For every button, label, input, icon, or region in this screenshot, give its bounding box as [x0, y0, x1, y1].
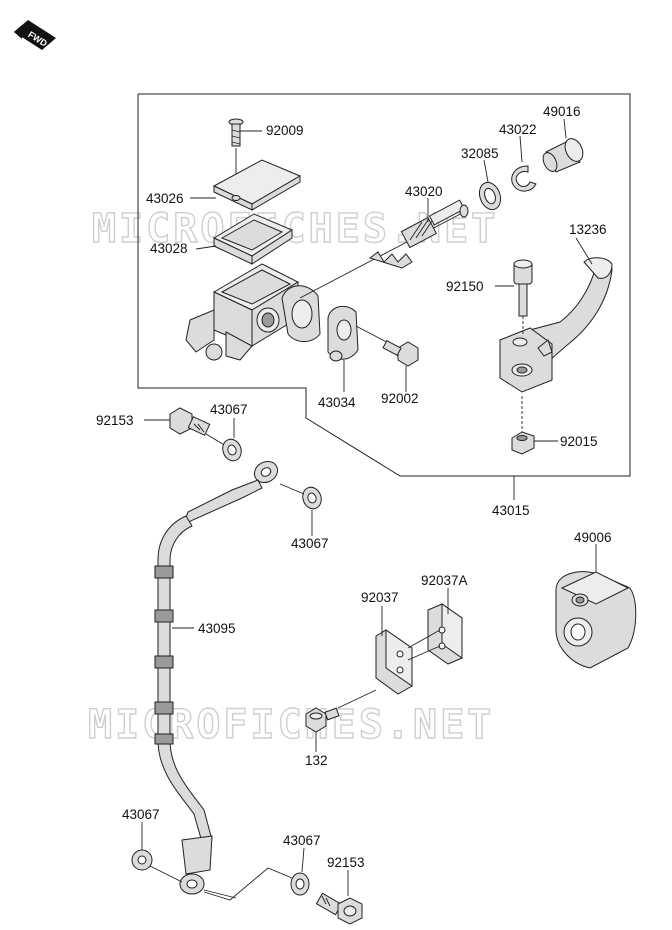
- part-label-92153-top: 92153: [96, 413, 134, 428]
- master-cylinder-body-part: [185, 263, 321, 361]
- leader-43067-d: [301, 847, 305, 873]
- part-label-43067-c: 43067: [122, 807, 160, 822]
- nut-92015-part: [511, 431, 535, 455]
- axis-92153-top: [205, 433, 227, 447]
- leader-43028: [195, 245, 217, 250]
- part-label-92150: 92150: [446, 279, 484, 294]
- part-label-43020: 43020: [405, 184, 443, 199]
- boot-49016-part: [542, 138, 584, 173]
- part-label-132: 132: [305, 753, 328, 768]
- reservoir-cap-43026-part: [212, 159, 302, 211]
- leader-49016: [563, 118, 567, 139]
- brake-hose-43095-part: [154, 460, 279, 895]
- part-label-92015: 92015: [560, 434, 598, 449]
- part-label-43067-b: 43067: [291, 536, 329, 551]
- assembly-box-outline: [137, 93, 631, 477]
- pivot-bolt-92150-part: [513, 259, 533, 317]
- clamp-43034-part: [327, 305, 359, 362]
- part-label-32085: 32085: [461, 146, 499, 161]
- banjo-bolt-92153-bottom-part: [315, 892, 363, 925]
- axis-43067-b: [279, 483, 305, 495]
- circlip-43022-part: [511, 165, 537, 192]
- piston-assembly-43020-part: [299, 199, 469, 299]
- part-label-43022: 43022: [499, 122, 537, 137]
- leader-43022: [519, 135, 523, 163]
- part-label-43034: 43034: [318, 395, 356, 410]
- axis-43067-c: [149, 865, 183, 883]
- part-label-49016: 49016: [543, 104, 581, 119]
- part-label-49006: 49006: [574, 530, 612, 545]
- washer-43067-b-part: [302, 486, 322, 510]
- bolt-132-part: [305, 707, 340, 733]
- part-label-13236: 13236: [569, 222, 607, 237]
- part-label-43015: 43015: [492, 503, 530, 518]
- hose-clamp-92037-part: [375, 629, 413, 695]
- part-label-92037: 92037: [361, 590, 399, 605]
- washer-32085-part: [478, 181, 502, 211]
- diaphragm-43028-part: [212, 213, 294, 265]
- part-label-92002: 92002: [381, 391, 419, 406]
- axis-clamp-a: [407, 629, 441, 649]
- washer-43067-a-part: [222, 438, 242, 462]
- hose-clamp-92037A-part: [427, 603, 463, 665]
- part-label-43026: 43026: [146, 191, 184, 206]
- part-label-43095: 43095: [198, 621, 236, 636]
- part-label-92009: 92009: [266, 123, 304, 138]
- screw-92009-part: [228, 118, 244, 147]
- axis-hose-lower: [203, 889, 237, 899]
- switch-housing-49006-part: [555, 571, 637, 669]
- part-label-43067-a: 43067: [210, 402, 248, 417]
- axis-132: [337, 689, 377, 709]
- part-label-92037A: 92037A: [421, 573, 468, 588]
- part-label-43067-d: 43067: [283, 833, 321, 848]
- part-label-43028: 43028: [150, 241, 188, 256]
- leader-32085: [483, 159, 489, 183]
- axis-clamp-b: [407, 645, 441, 661]
- fwd-arrow-icon: FWD: [14, 20, 56, 50]
- banjo-bolt-92153-top-part: [169, 407, 211, 436]
- part-label-92153-bottom: 92153: [327, 855, 365, 870]
- axis-43067-d: [203, 867, 293, 901]
- washer-43067-d-part: [290, 872, 310, 896]
- leader-13236: [575, 237, 593, 265]
- washer-43067-c-part: [131, 849, 153, 871]
- bolt-92002-part: [382, 340, 419, 367]
- brake-lever-13236-part: [499, 257, 613, 393]
- watermark-bottom: MICROFICHES.NET: [88, 702, 494, 748]
